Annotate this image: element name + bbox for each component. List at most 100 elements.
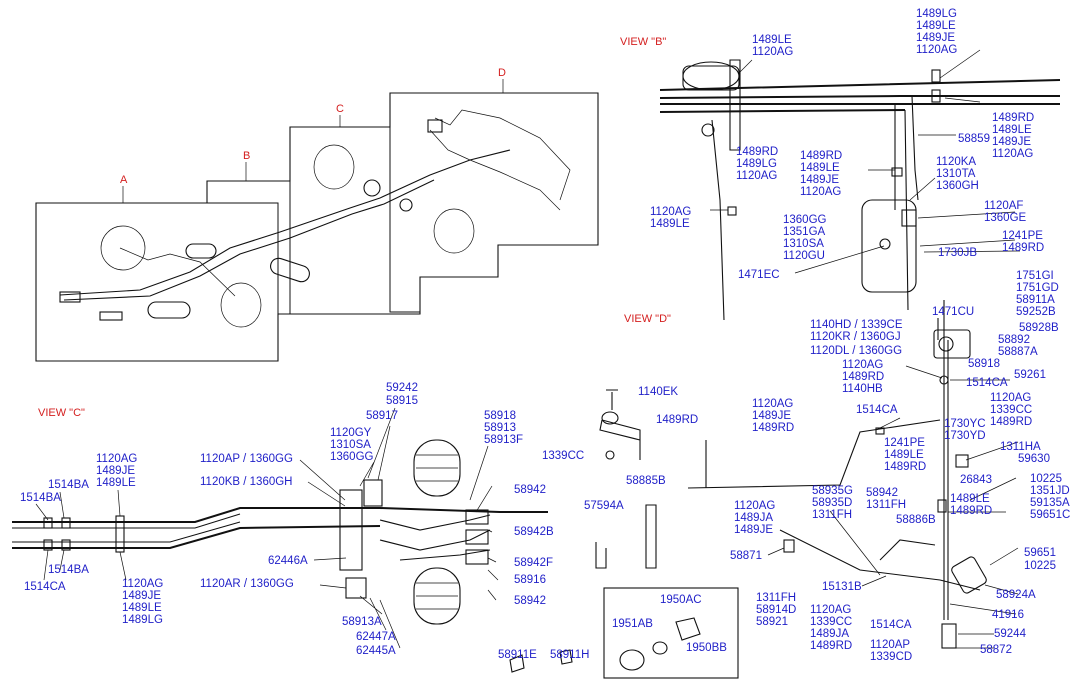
part-label: 1489RD <box>842 371 884 383</box>
part-label: 1339CC <box>990 404 1032 416</box>
part-label: 59261 <box>1014 369 1046 381</box>
main-brake-line <box>59 149 511 296</box>
view-d-drawing: VIEW "D" <box>624 300 1019 649</box>
part-label: 1489JA <box>810 628 849 640</box>
overview-panels: A B C D <box>35 67 599 362</box>
fitting-58911e <box>509 654 525 673</box>
part-label: 59252B <box>1016 306 1056 318</box>
part-label: 1241PE <box>1002 230 1043 242</box>
wheel-front-right <box>220 282 262 328</box>
part-label: 15131B <box>822 581 862 593</box>
part-label: 41916 <box>992 609 1024 621</box>
part-label: 1120AP / 1360GG <box>200 453 293 465</box>
bolt-1140ek <box>606 389 618 410</box>
part-label: 1489LE <box>916 20 956 32</box>
part-label: 1360GH <box>936 180 979 192</box>
part-label: 59651C <box>1030 509 1070 521</box>
part-label: 1489RD <box>810 640 852 652</box>
fitting-kit-box <box>603 587 739 679</box>
view-c-left-leaders <box>35 489 127 581</box>
wheel-front-left <box>100 225 146 271</box>
part-label: 1471CU <box>932 306 974 318</box>
part-label: 58924A <box>996 589 1036 601</box>
part-label: 59630 <box>1018 453 1050 465</box>
part-label: 58885B <box>626 475 666 487</box>
part-label: 1120AG <box>752 46 793 58</box>
part-label: 1489LE <box>650 218 690 230</box>
part-label: 1360GG <box>330 451 374 463</box>
part-label: 1120AG <box>96 453 137 465</box>
tank-valve <box>901 209 917 227</box>
rear-line <box>429 129 561 211</box>
d-chamber <box>951 556 987 594</box>
part-label: 1489JE <box>800 174 839 186</box>
part-number-labels: 1489LG 1489LE 1489JE 1120AG 1489LE 1120A… <box>20 8 1070 663</box>
d-line-4 <box>879 539 936 561</box>
part-label: 1140HB <box>842 383 883 395</box>
part-label: 1120AG <box>810 604 851 616</box>
part-label: 1489RD <box>656 414 698 426</box>
clip-1 <box>43 517 53 529</box>
part-label: 1950BB <box>686 642 727 654</box>
view-d-title: VIEW "D" <box>624 313 671 325</box>
part-label: 1489LE <box>96 477 136 489</box>
part-label: 1489JE <box>96 465 135 477</box>
part-label: 1120AG <box>736 170 777 182</box>
panel-outline <box>35 92 599 362</box>
part-label: 10225 <box>1030 473 1062 485</box>
view-c-drawing: VIEW "C" <box>12 407 548 649</box>
view-letter-d: D <box>498 67 506 79</box>
valve-d-port <box>938 336 954 352</box>
part-label: 58921 <box>756 616 788 628</box>
valve-bracket-c <box>339 489 363 571</box>
part-label: 1489RD <box>1002 242 1044 254</box>
part-label: 1120AG <box>122 578 163 590</box>
valve-d-main <box>933 329 971 359</box>
part-label: 1120DL / 1360GG <box>810 345 902 357</box>
part-label: 1730YC <box>944 418 986 430</box>
part-label: 58911H <box>550 649 589 661</box>
reservoir-body <box>682 65 740 91</box>
part-label: 59135A <box>1030 497 1070 509</box>
part-label: 1120AG <box>800 186 841 198</box>
part-label: 1514CA <box>966 377 1008 389</box>
part-label: 58928B <box>1019 322 1059 334</box>
part-label: 1489JA <box>734 512 773 524</box>
part-label: 1310SA <box>330 439 371 451</box>
part-label: 1311HA <box>1000 441 1041 453</box>
front-line <box>119 247 236 297</box>
part-label: 1514BA <box>20 492 61 504</box>
part-label: 1514BA <box>48 479 89 491</box>
part-label: 58942 <box>514 484 546 496</box>
c-rail-1 <box>12 507 548 523</box>
bracket-a <box>99 311 123 321</box>
clamp-b3 <box>891 167 903 177</box>
part-label: 1489JE <box>992 136 1031 148</box>
part-label: 1514CA <box>856 404 898 416</box>
part-label: 1751GI <box>1016 270 1054 282</box>
part-label: 58913 <box>484 422 516 434</box>
mount-bracket-b <box>729 59 741 151</box>
part-label: 1489RD <box>800 150 842 162</box>
part-label: 58887A <box>998 346 1038 358</box>
fitting-b <box>701 123 715 137</box>
part-label: 59242 <box>386 382 418 394</box>
air-tank-2 <box>270 257 310 283</box>
view-letter-c: C <box>336 103 344 115</box>
fitting-1950ac <box>675 617 701 641</box>
part-label: 1514BA <box>48 564 89 576</box>
part-label: 10225 <box>1024 560 1056 572</box>
part-label: 58935D <box>812 497 852 509</box>
clip-4 <box>61 539 71 551</box>
hardware-detail <box>509 389 739 679</box>
part-label: 58918 <box>484 410 516 422</box>
part-label: 1140HD / 1339CE <box>810 319 903 331</box>
part-label: 1489RD <box>950 505 992 517</box>
c-hoses <box>379 514 491 561</box>
view-b-leaders <box>710 49 1021 274</box>
part-label: 1951AB <box>612 618 653 630</box>
main-brake-line-2 <box>63 179 435 301</box>
wheel-rear-left <box>313 144 355 190</box>
clamp-b4 <box>727 206 737 216</box>
